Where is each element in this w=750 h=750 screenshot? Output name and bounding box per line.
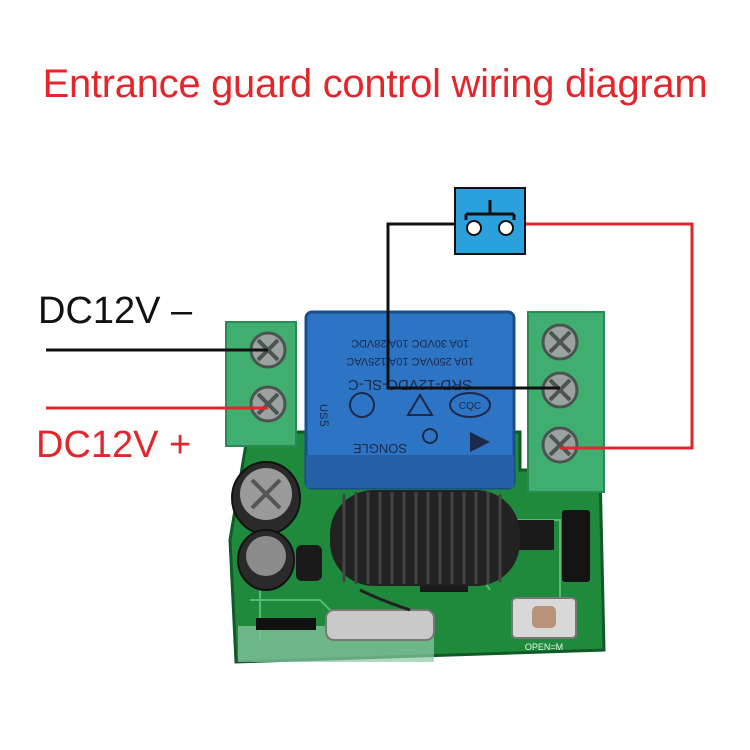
relay-model: SRD-12VDC-SL-C — [348, 376, 472, 393]
relay-brand: SONGLE — [353, 441, 408, 456]
screw-terminal-icon — [249, 385, 287, 423]
diode-component — [562, 510, 590, 582]
terminal-block-left — [225, 321, 297, 447]
capacitor-large — [231, 461, 301, 535]
dc-negative-label: DC12V – — [38, 290, 193, 332]
diagram-title: Entrance guard control wiring diagram — [42, 62, 708, 106]
crystal-oscillator — [325, 609, 435, 641]
songle-logo-icon — [422, 428, 490, 452]
button-label: OPEN=M — [525, 642, 563, 652]
terminal-block-right — [527, 311, 605, 493]
ul-logo-icon — [349, 392, 375, 418]
push-button-switch-icon — [454, 187, 526, 255]
transistor — [296, 545, 322, 581]
warning-triangle-icon — [406, 393, 434, 416]
screw-terminal-icon — [541, 426, 579, 464]
wire-switch-black — [386, 222, 560, 390]
dc-positive-label: DC12V + — [36, 424, 192, 466]
cqc-logo-icon: CQC — [449, 392, 491, 418]
wire-switch-red — [525, 222, 694, 450]
antenna-coil — [330, 490, 520, 612]
relay: SRD-12VDC-SL-C 10A 250VAC 10A 125VAC 10A… — [304, 310, 516, 490]
relay-mark-5: 5 — [317, 420, 331, 427]
relay-mark-us: US — [317, 404, 329, 419]
header-pins — [256, 618, 316, 630]
capacitor-small — [237, 529, 295, 591]
screw-terminal-icon — [541, 371, 579, 409]
relay-rating-2: 10A 30VDC 10A 28VDC — [351, 337, 469, 349]
relay-rating-1: 10A 250VAC 10A 125VAC — [346, 355, 473, 367]
screw-terminal-icon — [541, 323, 579, 361]
tactile-button: OPEN=M — [511, 597, 577, 652]
relay-mark-cqc: CQC — [459, 401, 481, 412]
